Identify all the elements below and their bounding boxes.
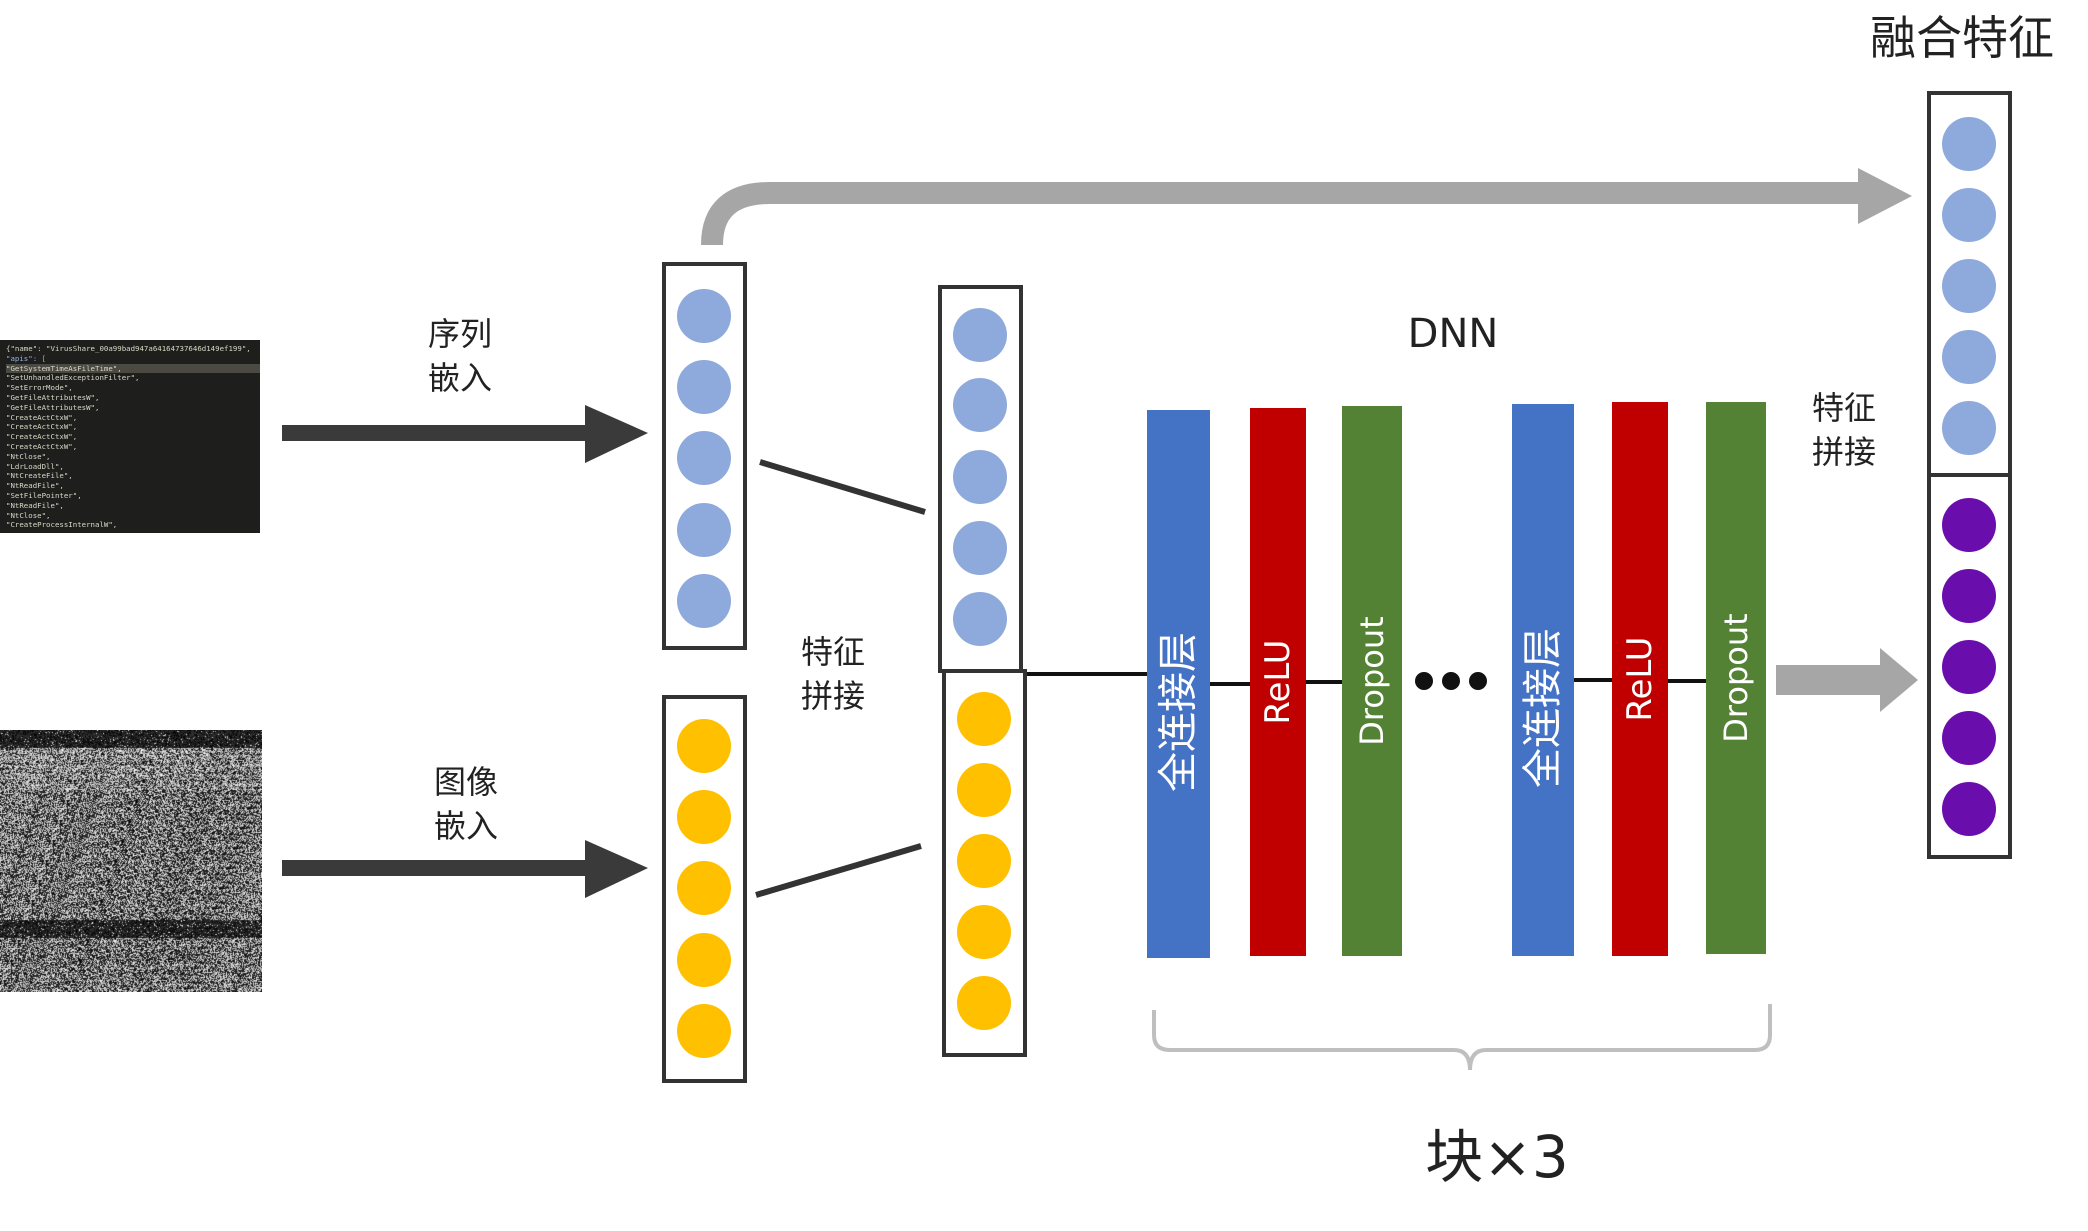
fc-layer-1 bbox=[1147, 410, 1210, 958]
code-line: "SetFilePointer", bbox=[6, 490, 82, 500]
seq-embed-node-4 bbox=[677, 503, 731, 557]
block-brace bbox=[1152, 1004, 1772, 1071]
seq-embed-node-3 bbox=[677, 431, 731, 485]
concat-img-node-5 bbox=[957, 976, 1011, 1030]
skip-connection-arrow bbox=[701, 168, 1912, 246]
relu-layer-2-label: ReLU bbox=[1620, 636, 1660, 721]
code-line: "CreateProcessInternalW", bbox=[6, 520, 118, 530]
fc-layer-1-label: 全连接层 bbox=[1156, 632, 1202, 792]
dropout-layer-2 bbox=[1706, 402, 1766, 954]
concat-seq-node-4 bbox=[953, 521, 1007, 575]
code-line: "CreateActCtxW", bbox=[6, 441, 78, 451]
dnn-output-arrow bbox=[1776, 648, 1918, 712]
relu-layer-1 bbox=[1250, 408, 1306, 956]
concat-right-label: 特征 拼接 bbox=[1784, 386, 1904, 474]
code-line: "SetUnhandledExceptionFilter", bbox=[6, 373, 140, 383]
img-embed-label: 图像 嵌入 bbox=[406, 760, 526, 848]
code-line: "CreateActCtxW", bbox=[6, 412, 78, 422]
concat-right-label-line1: 特征 bbox=[1811, 389, 1876, 427]
dnn-label: DNN bbox=[1408, 311, 1499, 357]
code-line: "NtReadFile", bbox=[6, 500, 64, 510]
concat-seq-node-5 bbox=[953, 592, 1007, 646]
concat-mid-label-line2: 拼接 bbox=[800, 677, 865, 715]
img-embed-node-2 bbox=[677, 790, 731, 844]
fused-seq-node-5 bbox=[1942, 401, 1996, 455]
concat-img-node-1 bbox=[957, 692, 1011, 746]
concat-img-node-3 bbox=[957, 834, 1011, 888]
code-line: "CreateActCtxW", bbox=[6, 432, 78, 442]
img-embed-node-4 bbox=[677, 933, 731, 987]
fc-layer-2-label: 全连接层 bbox=[1520, 628, 1566, 788]
concat-right-label-line2: 拼接 bbox=[1811, 433, 1876, 471]
img-embed-arrow bbox=[282, 840, 648, 898]
seq-embed-arrow bbox=[282, 405, 648, 463]
seq-embed-node-1 bbox=[677, 289, 731, 343]
dropout-layer-2-label: Dropout bbox=[1717, 613, 1755, 742]
seq-embed-node-5 bbox=[677, 574, 731, 628]
code-line: "NtClose", bbox=[6, 510, 51, 520]
code-line: "apis": [ bbox=[6, 353, 47, 363]
img-to-concat-line bbox=[755, 843, 922, 898]
seq-embed-label-line2: 嵌入 bbox=[427, 359, 492, 397]
relu-layer-1-label: ReLU bbox=[1258, 639, 1298, 724]
seq-to-concat-line bbox=[759, 459, 926, 515]
fused-dnn-node-2 bbox=[1942, 569, 1996, 623]
fused-feature-label: 融合特征 bbox=[1870, 11, 2054, 65]
concat-mid-label-line1: 特征 bbox=[800, 633, 865, 671]
code-line: "NtClose", bbox=[6, 451, 51, 461]
malware-image-input bbox=[0, 730, 262, 992]
fused-seq-node-3 bbox=[1942, 259, 1996, 313]
concat-img-node-2 bbox=[957, 763, 1011, 817]
code-line: "SetErrorMode", bbox=[6, 383, 73, 393]
block-label: 块×3 bbox=[1425, 1123, 1569, 1191]
concat-seq-node-3 bbox=[953, 450, 1007, 504]
concat-seq-node-1 bbox=[953, 308, 1007, 362]
concat-seq-node-2 bbox=[953, 378, 1007, 432]
dropout-layer-1-label: Dropout bbox=[1353, 616, 1391, 745]
code-line: "GetSystemTimeAsFileTime", bbox=[6, 363, 260, 374]
code-line: "CreateActCtxW", bbox=[6, 422, 78, 432]
seq-embed-node-2 bbox=[677, 360, 731, 414]
concat-mid-label: 特征 拼接 bbox=[773, 630, 893, 718]
code-line: "GetFileAttributesW", bbox=[6, 392, 100, 402]
fc-layer-2 bbox=[1512, 404, 1574, 956]
relu-layer-2 bbox=[1612, 402, 1668, 956]
code-line: {"name": "VirusShare_00a99bad947a6416473… bbox=[6, 344, 251, 353]
fused-seq-node-2 bbox=[1942, 188, 1996, 242]
seq-embed-label: 序列 嵌入 bbox=[400, 312, 520, 400]
code-line: "NtReadFile", bbox=[6, 481, 64, 491]
code-line: "LdrLoadDll", bbox=[6, 461, 64, 471]
fused-seq-node-1 bbox=[1942, 117, 1996, 171]
fused-dnn-node-1 bbox=[1942, 498, 1996, 552]
code-line: "GetFileAttributesW", bbox=[6, 402, 100, 412]
code-line: "NtCreateFile", bbox=[6, 471, 73, 481]
api-sequence-input: {"name": "VirusShare_00a99bad947a6416473… bbox=[0, 340, 260, 533]
concat-img-node-4 bbox=[957, 905, 1011, 959]
img-embed-label-line2: 嵌入 bbox=[433, 807, 498, 845]
img-embed-node-5 bbox=[677, 1004, 731, 1058]
img-embed-node-1 bbox=[677, 719, 731, 773]
fused-dnn-node-5 bbox=[1942, 782, 1996, 836]
img-embed-label-line1: 图像 bbox=[433, 763, 498, 801]
fused-dnn-node-4 bbox=[1942, 711, 1996, 765]
fused-seq-node-4 bbox=[1942, 330, 1996, 384]
img-embed-node-3 bbox=[677, 861, 731, 915]
ellipsis-dots bbox=[1415, 672, 1487, 690]
seq-embed-label-line1: 序列 bbox=[427, 315, 492, 353]
dropout-layer-1 bbox=[1342, 406, 1402, 956]
fused-dnn-node-3 bbox=[1942, 640, 1996, 694]
